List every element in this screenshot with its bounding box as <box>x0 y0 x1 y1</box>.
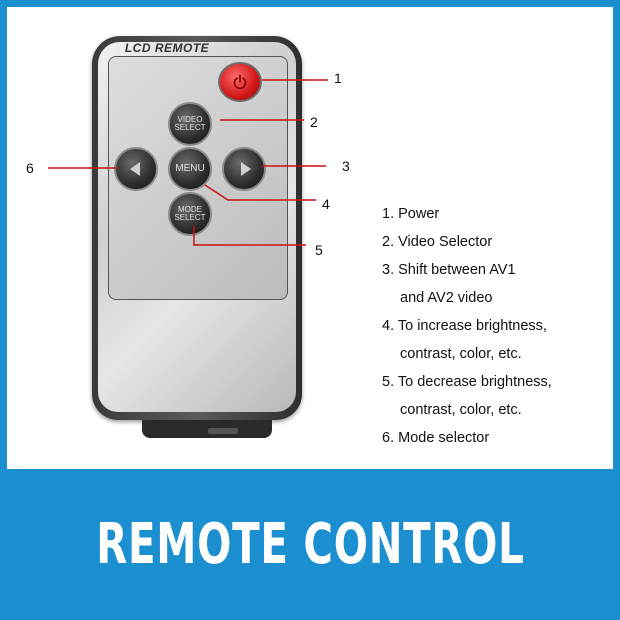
power-icon <box>233 74 247 90</box>
legend-item: 5. To decrease brightness, <box>382 374 552 390</box>
video-select-button: VIDEO SELECT <box>168 102 212 146</box>
legend-item: 1. Power <box>382 206 440 222</box>
function-legend: 1. Power 2. Video Selector 3. Shift betw… <box>382 200 612 452</box>
arrow-right-icon <box>240 162 251 176</box>
left-button <box>114 147 158 191</box>
callout-2: 2 <box>310 114 318 130</box>
legend-item: 4. To increase brightness, <box>382 318 547 334</box>
remote-model-label: LCD REMOTE <box>124 41 210 55</box>
callout-6: 6 <box>26 160 34 176</box>
power-button <box>218 62 262 102</box>
video-select-label: VIDEO SELECT <box>174 115 206 132</box>
legend-item: 3. Shift between AV1 <box>382 262 516 278</box>
legend-item-continued: contrast, color, etc. <box>400 402 522 418</box>
legend-item-continued: contrast, color, etc. <box>400 346 522 362</box>
callout-lines <box>48 79 328 246</box>
menu-button: MENU <box>168 147 212 191</box>
battery-slot <box>208 428 238 434</box>
callout-line-5 <box>193 226 306 246</box>
callout-line-4 <box>204 184 316 201</box>
legend-item: 2. Video Selector <box>382 234 493 250</box>
legend-item: 6. Mode selector <box>382 430 490 446</box>
right-button <box>222 147 266 191</box>
callout-3: 3 <box>342 158 350 174</box>
mode-select-label: MODE SELECT <box>174 205 206 222</box>
menu-label: MENU <box>175 163 205 174</box>
title-banner: REMOTE CONTROL <box>0 469 620 620</box>
remote-battery-cover <box>142 420 272 438</box>
legend-item-continued: and AV2 video <box>400 290 493 306</box>
callout-4: 4 <box>322 196 330 212</box>
mode-select-button: MODE SELECT <box>168 192 212 236</box>
callout-5: 5 <box>315 242 323 258</box>
callout-1: 1 <box>334 70 342 86</box>
banner-title: REMOTE CONTROL <box>95 512 525 577</box>
arrow-left-icon <box>129 162 140 176</box>
